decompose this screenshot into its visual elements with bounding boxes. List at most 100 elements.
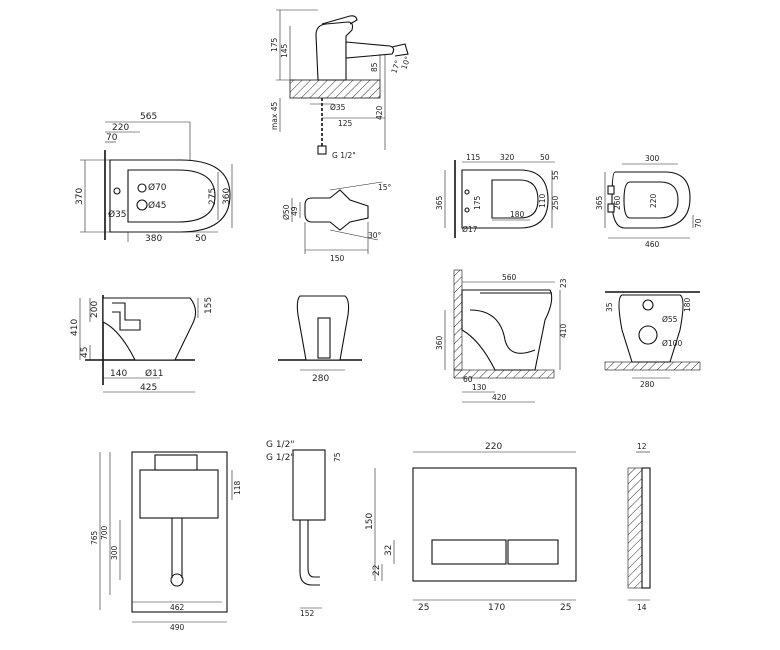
dim-faucet-top-49: 49 [290,206,299,216]
dim-plate-170: 170 [488,603,505,613]
dim-wc-side-420: 420 [492,393,507,402]
dim-wc-side-23: 23 [559,278,568,288]
faucet-lever [321,15,358,25]
dim-bidet-565: 565 [140,112,157,122]
dim-faucet-top-angle-30: 30° [368,231,382,240]
wc-top-view: 115 320 50 365 180 175 55 250 Ø17 110 [435,153,560,238]
faucet-body [315,21,354,81]
dim-wc-55: 55 [551,170,560,180]
outlet-circle [638,325,658,345]
faucet-top-view: Ø50 49 150 15° 30° [282,181,392,263]
dim-bidet-220: 220 [112,123,129,133]
dim-bidet-side-d11: Ø11 [145,368,164,379]
flush-plate-front-view: 220 150 32 22 25 170 25 [365,442,577,613]
dim-faucet-top-angle-15: 15° [378,183,392,192]
dim-plate-25-right: 25 [560,603,571,613]
bidet-outline [109,159,231,233]
dim-plate-32: 32 [384,545,394,556]
dim-wc-d17: Ø17 [462,225,478,234]
dim-bidet-side-410: 410 [70,319,80,336]
wc-bowl [491,179,539,219]
cistern-side-view: G 1/2" G 1/2" 75 152 [266,440,342,618]
dim-wc-side-130: 130 [472,383,487,392]
bidet-bowl [127,169,216,223]
bidet-side-body [102,297,197,361]
dim-cistern-462: 462 [170,603,185,612]
inlet-circle [642,299,654,311]
dim-wc-side-560: 560 [502,273,517,282]
bidet-front-slot [317,317,331,359]
dim-wc-365: 365 [435,195,444,210]
dim-bidet-side-425: 425 [140,383,157,393]
dim-cistern-490: 490 [170,623,185,632]
dim-wc-side-360: 360 [435,335,444,350]
dim-wc-front-280: 280 [640,380,655,389]
cistern-valve-panel [154,454,198,471]
dim-plate-25-left: 25 [418,603,429,613]
dim-wc-front-d100: Ø100 [662,339,682,348]
dim-wc-250: 250 [551,195,560,210]
dim-faucet-top-150: 150 [330,254,345,263]
dim-wc-50: 50 [540,153,550,162]
dim-cistern-side-75: 75 [333,452,342,462]
dim-bidet-50: 50 [195,234,207,244]
dim-cistern-side-g1: G 1/2" [266,440,294,450]
drain-hole [136,199,148,211]
dim-seat-220: 220 [649,193,658,208]
counter-hatch [289,79,381,99]
dim-seat-70: 70 [694,218,703,228]
cistern-outlet [170,573,184,587]
dim-bidet-d35: Ø35 [108,209,127,220]
hose-fitting [317,145,327,155]
dim-bidet-side-200: 200 [90,301,100,318]
bidet-front-view: 280 [278,295,362,384]
dim-faucet-top-d50: Ø50 [282,204,291,220]
dim-cistern-700: 700 [100,525,109,540]
dim-bidet-front-280: 280 [312,374,329,384]
wc-outline [461,169,549,229]
seat-opening [623,181,679,219]
dim-bidet-side-45: 45 [80,347,90,358]
dim-cistern-118: 118 [233,480,242,495]
dim-seat-460: 460 [645,240,660,249]
wc-wall-hatch [453,269,463,371]
dim-bidet-side-140: 140 [110,369,127,379]
dim-faucet-angle-17: 17° [389,59,402,75]
dim-cistern-side-152: 152 [300,609,315,618]
seat-top-view: 300 365 260 220 460 70 [595,154,703,249]
bidet-top-view: 565 220 70 370 Ø70 Ø35 Ø45 275 360 380 5… [75,112,233,244]
dim-wc-front-d55: Ø55 [662,315,678,324]
cistern-front-view: 765 700 118 300 462 490 [90,451,242,632]
dim-plate-150: 150 [365,513,375,530]
faucet-nozzle [391,43,409,57]
faucet-spout [345,41,395,59]
dim-faucet-max45: max 45 [270,102,279,130]
dim-seat-365: 365 [595,195,604,210]
dim-bidet-70: 70 [106,133,118,143]
wc-side-body [461,289,553,371]
cistern-side-pipe [299,520,320,586]
cistern-tank [139,469,219,519]
bidet-front-body [296,295,350,361]
dim-faucet-145: 145 [280,43,289,58]
tap-hole [137,183,147,193]
dim-cistern-300: 300 [110,545,119,560]
dim-faucet-angle-10: 10° [399,55,412,71]
dim-wc-front-180: 180 [683,297,692,312]
dim-wc-320: 320 [500,153,515,162]
bidet-trap [112,302,141,331]
dim-plate-22: 22 [372,565,382,576]
dim-wc-180: 180 [510,210,525,219]
dim-bidet-275: 275 [208,188,218,205]
dim-faucet-d35: Ø35 [330,103,346,112]
dim-plate-220: 220 [485,442,502,452]
dim-bidet-380: 380 [145,234,162,244]
dim-bidet-d45: Ø45 [148,200,167,211]
dim-bidet-360: 360 [222,188,232,205]
dim-wc-front-35: 35 [605,302,614,312]
faucet-side-view: 175 145 85 max 45 Ø35 125 420 G 1/2" 17°… [270,9,413,160]
wc-trap [469,309,536,354]
dim-plate-side-14: 14 [637,603,647,612]
dim-seat-300: 300 [645,154,660,163]
